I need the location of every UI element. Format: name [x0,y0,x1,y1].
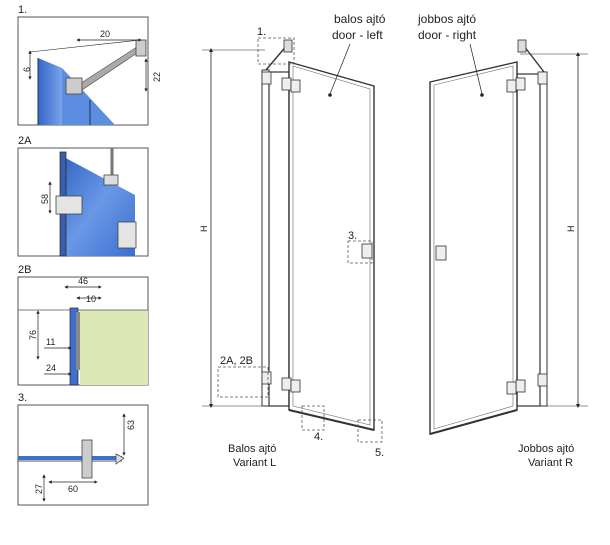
left-handle [361,243,373,259]
hinge-block [55,195,83,215]
left-fixed-panel [268,71,290,407]
left-top-mount [283,39,293,53]
left-door-title-line1: balos ajtó [334,12,386,26]
left-title-pointer [329,43,351,95]
clamp-top [103,174,119,186]
dim-27: 27 [34,484,44,494]
dim-46: 46 [78,276,88,286]
left-door-title-line2: door - left [332,28,383,42]
panel-2a-label: 2A [18,135,32,147]
dim-20: 20 [100,29,110,39]
right-door-panel-inner [433,65,514,430]
right-door-caption-line1: Jobbos ajtó [518,443,574,455]
dim-63: 63 [126,420,136,430]
panel-1: 1. 20 6 22 [17,4,162,126]
right-hinge-top-a [537,71,548,85]
glass-panel [38,58,62,125]
callout-box-4 [301,405,325,431]
panel-1-label: 1. [18,4,27,16]
wall-area [80,310,148,385]
callout-box-3 [347,240,373,264]
dim-60: 60 [68,484,78,494]
panel-2a: 2A 58 [17,135,149,257]
left-hinge-bottom-a [261,371,272,385]
dim-6: 6 [22,67,32,72]
left-hinge-top-c [290,79,301,93]
hinge-lower [117,221,137,249]
dim-10: 10 [86,294,96,304]
dim-22: 22 [152,72,162,82]
callout-5-label: 5. [375,447,384,459]
dim-58: 58 [40,194,50,204]
left-title-pointer-dot [328,93,332,97]
right-door-drawing: jobbos ajtó door - right H Jobbos ajtó V… [417,12,588,469]
left-door-drawing: balos ajtó door - left H 1. [199,12,386,469]
wall-mount [135,39,147,57]
left-door-panel-inner [292,65,371,426]
right-hinge-bottom-c [506,381,517,395]
handle-bar [81,439,93,479]
left-wall-profile [261,69,270,407]
left-door-panel [288,61,375,431]
dim-11: 11 [46,337,55,347]
right-door-caption-line2: Variant R [528,457,573,469]
panel-3: 3. 63 27 60 [17,392,149,506]
left-hinge-top-a [261,71,272,85]
right-top-arm [523,45,545,73]
callout-2ab-label: 2A, 2B [220,355,253,367]
right-door-title-line2: door - right [418,28,477,42]
right-title-pointer [469,43,483,95]
left-hinge-top-b [281,77,292,91]
left-height-label: H [199,226,209,233]
panel-2b-label: 2B [18,264,31,276]
dim-24: 24 [46,363,56,373]
right-top-mount [517,39,527,53]
right-hinge-top-b [515,77,526,91]
right-hinge-bottom-b [515,379,526,393]
callout-4-label: 4. [314,431,323,443]
panel-2b: 2B 46 10 76 11 24 [17,264,149,386]
dim-line [29,39,141,53]
callout-1-label: 1. [257,26,266,38]
callout-3-label: 3. [348,230,357,242]
dim-76: 76 [28,330,38,340]
left-door-caption-line1: Balos ajtó [228,443,276,455]
left-hinge-bottom-b [281,377,292,391]
right-hinge-bottom-a [537,373,548,387]
right-wall-profile [539,71,548,407]
callout-box-1 [257,37,295,65]
left-bottom-seal [288,409,375,431]
left-hinge-bottom-c [290,379,301,393]
right-title-pointer-dot [480,93,484,97]
handle-tip [115,453,125,465]
right-fixed-panel [516,73,541,407]
callout-box-2ab [217,366,269,398]
right-handle [435,245,447,261]
profile [76,312,80,370]
left-door-caption-line2: Variant L [233,457,276,469]
right-door-title-line1: jobbos ajtó [417,12,476,26]
right-bottom-seal [429,409,518,435]
right-hinge-top-c [506,79,517,93]
glass-panel [60,155,135,256]
callout-box-5 [357,419,383,443]
panel-3-label: 3. [18,392,27,404]
bar-clamp [65,77,83,95]
right-height-label: H [566,226,576,233]
